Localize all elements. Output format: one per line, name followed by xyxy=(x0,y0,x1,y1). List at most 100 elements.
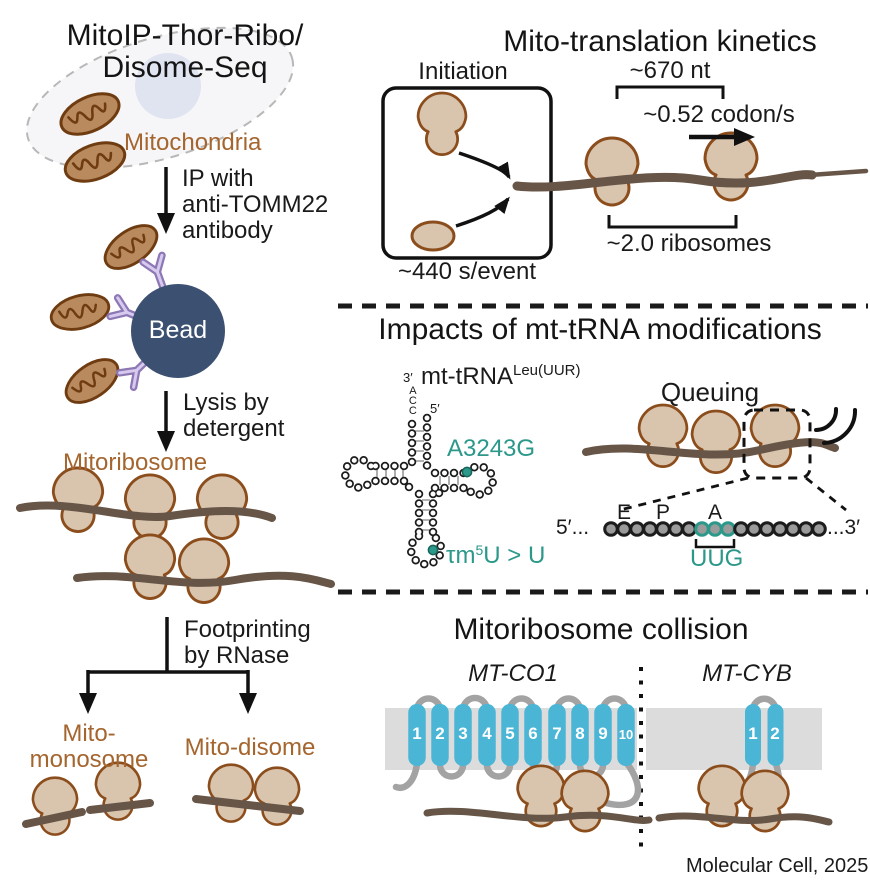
mrna-strand xyxy=(16,501,276,522)
lysis-arrow xyxy=(157,391,175,452)
gene-label-mtco1: MT-CO1 xyxy=(468,660,558,687)
initiation-rate-label: ~440 s/event xyxy=(397,258,537,285)
mrna-5prime-label: 5′... xyxy=(556,516,590,539)
mrna-strand xyxy=(73,571,335,588)
ribosome xyxy=(637,403,689,469)
a3243g-site-dot xyxy=(461,466,473,478)
mito-monosome-label: Mito- monosome xyxy=(10,721,168,773)
trna-acc-sequence: ACC xyxy=(406,385,419,415)
helix-number: 2 xyxy=(435,724,445,743)
membrane xyxy=(646,708,822,770)
gene-label-mtcyb: MT-CYB xyxy=(702,660,792,687)
ribosome xyxy=(123,473,177,540)
bead-complex xyxy=(45,215,225,413)
ribosome xyxy=(749,403,801,469)
helix-number: 4 xyxy=(482,724,492,743)
ribosome xyxy=(51,466,105,533)
trna-panel-title: Impacts of mt-tRNA modifications xyxy=(378,313,822,346)
mrna-strand xyxy=(423,807,653,824)
monosome-line1: Mito- xyxy=(62,720,116,747)
helix-number: 10 xyxy=(618,727,634,742)
ribosome xyxy=(195,473,249,540)
ip-line2: anti-TOMM22 xyxy=(182,190,329,218)
footprinting-arrows xyxy=(79,617,257,714)
zoom-dashed-box xyxy=(742,408,812,480)
queuing-figure xyxy=(582,403,858,512)
elongation-arrow xyxy=(689,128,755,146)
mito-disome-label: Mito-disome xyxy=(184,734,316,761)
ribosome xyxy=(207,763,255,823)
helix-number: 7 xyxy=(552,724,562,743)
ribosome-density-label: ~2.0 ribosomes xyxy=(606,230,772,257)
wobble-arc-icon xyxy=(814,407,838,433)
mutation-label: A3243G xyxy=(447,435,536,462)
initiation-box xyxy=(381,86,553,260)
trna-3prime-label: 3′ xyxy=(403,370,413,385)
taurine-mod-dot xyxy=(427,544,439,556)
trna-chain-fill xyxy=(342,415,496,567)
ip-step-label: IP with anti-TOMM22 antibody xyxy=(182,166,328,244)
mrna-strand xyxy=(655,812,833,826)
mrna-fragment xyxy=(86,799,154,814)
mrna-strand xyxy=(582,438,839,459)
trna-name-superscript: Leu(UUR) xyxy=(513,362,581,379)
tm-helices xyxy=(408,704,635,766)
collision-title: Mitoribosome collision xyxy=(453,613,749,646)
trna-5prime-label: 5′ xyxy=(430,401,440,416)
a-site-label: A xyxy=(707,501,722,524)
ribosome xyxy=(703,131,759,202)
zoom-connector xyxy=(619,476,749,512)
helix-number: 8 xyxy=(575,724,585,743)
lysis-step-label: Lysis by detergent xyxy=(183,390,284,442)
mod-superscript: 5 xyxy=(475,542,484,558)
bead xyxy=(131,284,225,378)
lysis-line1: Lysis by xyxy=(183,389,269,416)
citation: Molecular Cell, 2025 xyxy=(686,855,869,877)
ip-line3: antibody xyxy=(182,216,273,244)
bracket-ribosomes xyxy=(607,215,738,229)
wobble-arc-icon xyxy=(822,408,858,445)
small-subunit xyxy=(410,220,456,252)
helix-number: 9 xyxy=(598,724,608,743)
queuing-label: Queuing xyxy=(660,377,760,407)
mitochondrion xyxy=(57,349,127,413)
ip-arrow xyxy=(157,167,175,234)
mrna-fragment xyxy=(22,808,86,828)
helix-number: 2 xyxy=(770,724,780,743)
ribosome xyxy=(560,769,610,833)
ribosome xyxy=(584,136,640,207)
kinetics-title: Mito-translation kinetics xyxy=(503,25,817,58)
codon-strip xyxy=(603,521,827,549)
helix-number: 1 xyxy=(412,724,422,743)
monosome-line2: monosome xyxy=(29,745,149,773)
bracket-670nt xyxy=(615,85,725,99)
mito-disome-figure xyxy=(192,763,304,826)
ribosome xyxy=(177,537,231,604)
mitoribosome-label: Mitoribosome xyxy=(63,449,208,476)
mrna-fragment xyxy=(192,795,304,815)
elongation-rate-label: ~0.52 codon/s xyxy=(643,101,795,128)
mito-monosome-figure xyxy=(22,761,154,836)
mt-cyb-topology xyxy=(655,695,833,833)
trna-name-main: mt-tRNA xyxy=(421,363,513,390)
helix-number: 3 xyxy=(458,724,468,743)
initiation-label: Initiation xyxy=(418,58,508,85)
ribosome xyxy=(123,533,177,600)
ribosome xyxy=(690,409,742,475)
footprint-line1: Footprinting xyxy=(184,616,311,643)
mitoribosome-polysomes xyxy=(16,466,335,604)
nascent-chain xyxy=(602,758,642,808)
mrna-strand xyxy=(512,170,817,192)
uug-codon-label: UUG xyxy=(690,545,744,572)
e-site-label: E xyxy=(616,501,631,524)
mitochondria-label: Mitochondria xyxy=(124,129,262,156)
footprint-span-label: ~670 nt xyxy=(629,57,711,84)
ip-line1: IP with xyxy=(182,165,254,192)
helix-number: 6 xyxy=(528,724,538,743)
trna-cloverleaf xyxy=(340,413,498,569)
workflow-title-line2: Disome-Seq xyxy=(102,51,268,85)
helix-number: 1 xyxy=(748,724,758,743)
mt-co1-topology xyxy=(392,694,653,833)
